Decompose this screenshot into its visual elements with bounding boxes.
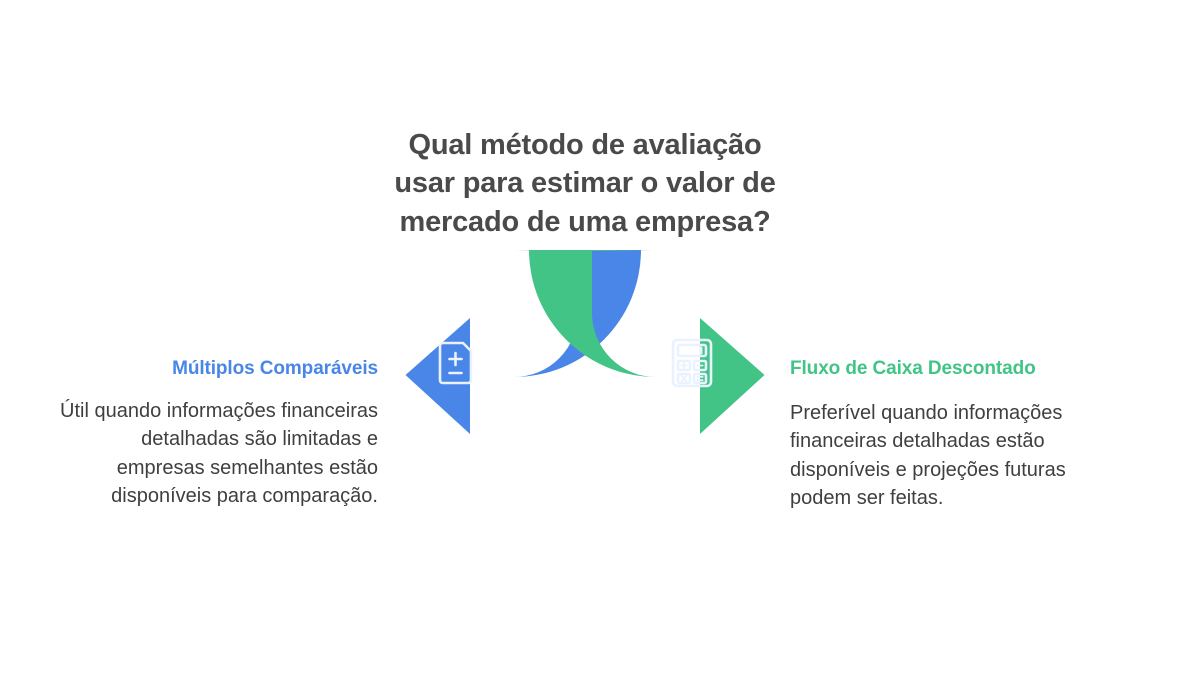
right-branch-body: Preferível quando informações financeira… xyxy=(790,401,1066,509)
right-branch-arrow xyxy=(529,250,765,434)
right-branch-text: Fluxo de Caixa Descontado Preferível qua… xyxy=(790,358,1120,512)
left-branch-arrow xyxy=(405,250,641,434)
branch-arrows xyxy=(405,250,765,434)
page-title: Qual método de avaliação usar para estim… xyxy=(330,126,840,241)
right-arrow xyxy=(529,250,765,434)
calculator-icon xyxy=(671,338,713,388)
document-plus-minus-icon xyxy=(438,341,473,385)
left-branch-heading: Múltiplos Comparáveis xyxy=(172,358,378,379)
left-branch-text: Múltiplos Comparáveis Útil quando inform… xyxy=(48,358,378,510)
page-title-line-1: Qual método de avaliação xyxy=(408,129,762,161)
left-arrow xyxy=(405,250,641,434)
right-branch-heading: Fluxo de Caixa Descontado xyxy=(790,358,1036,379)
page-title-line-3: mercado de uma empresa? xyxy=(399,205,771,238)
left-branch-body: Útil quando informações financeiras deta… xyxy=(60,399,378,507)
page-title-line-2: usar para estimar o valor de xyxy=(394,167,776,200)
